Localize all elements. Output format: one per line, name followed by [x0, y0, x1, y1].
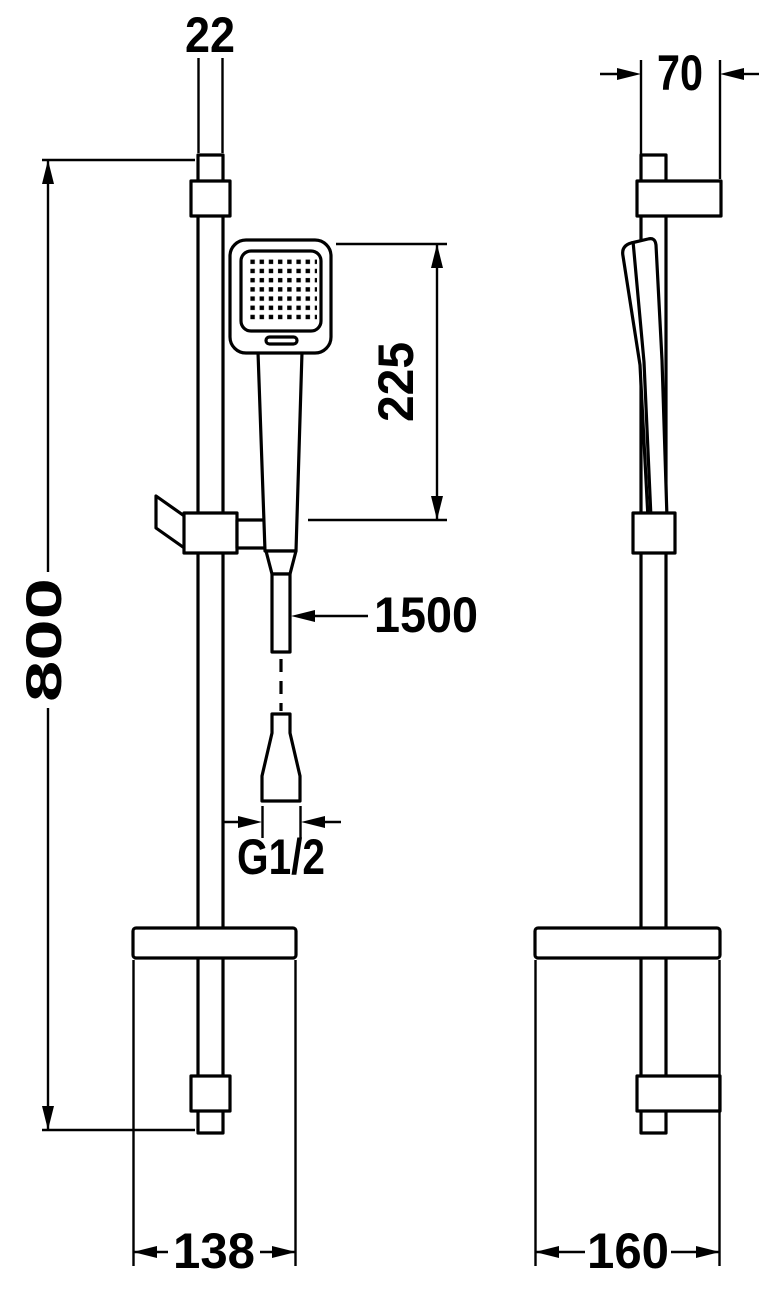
arrowhead	[696, 1246, 720, 1258]
arrowhead	[431, 496, 443, 520]
arrowhead	[42, 1106, 54, 1130]
dimension-hose-length: 1500	[291, 587, 478, 643]
dimension-thread: G1/2	[222, 806, 341, 885]
shower-hose	[260, 549, 302, 803]
dimension-label-160: 160	[587, 1223, 669, 1279]
arrowhead	[301, 816, 325, 828]
arrowhead	[238, 816, 262, 828]
slide-rail-front	[196, 153, 225, 1135]
dimension-shelf-width: 138	[132, 960, 297, 1279]
arrowhead	[720, 68, 744, 80]
handset-face-edge	[631, 240, 653, 519]
hose-end-fitting	[260, 712, 302, 803]
spray-slot	[264, 335, 299, 346]
soap-shelf-front	[131, 926, 298, 960]
top-wall-bracket-front	[189, 179, 232, 218]
arrowhead	[42, 160, 54, 184]
arrowhead	[272, 1246, 296, 1258]
hose-connector-cone	[264, 549, 298, 576]
hand-shower-front	[228, 238, 333, 553]
dimensions: 22 70 800 225	[16, 7, 759, 1279]
holder-body	[182, 511, 239, 555]
handset-handle	[256, 350, 304, 553]
side-view	[533, 153, 723, 1135]
dimension-label-g12: G1/2	[237, 829, 325, 885]
dimension-shelf-depth: 160	[534, 960, 721, 1279]
dimension-label-22: 22	[185, 7, 235, 63]
arrowhead	[431, 244, 443, 268]
dimension-rail-height: 800	[16, 158, 195, 1132]
bottom-wall-bracket-front	[189, 1074, 232, 1113]
dimension-label-800: 800	[16, 578, 72, 702]
dimension-label-138: 138	[173, 1223, 255, 1279]
dimension-rail-width: 22	[185, 7, 235, 153]
soap-shelf-side	[533, 926, 722, 960]
hand-shower-side	[621, 237, 677, 555]
arrowhead	[133, 1246, 157, 1258]
shower-holder-front	[154, 494, 272, 555]
dimension-bracket-depth: 70	[600, 45, 759, 179]
top-wall-bracket-side	[635, 179, 723, 218]
bottom-wall-bracket-side	[635, 1074, 722, 1113]
spray-nozzles	[246, 256, 317, 321]
arrowhead	[291, 610, 315, 622]
front-view	[131, 153, 333, 1135]
dimension-handset-length: 225	[308, 242, 447, 522]
holder-body-side	[631, 511, 677, 555]
dimension-label-1500: 1500	[374, 587, 478, 643]
arrowhead	[535, 1246, 559, 1258]
hose-tube	[270, 572, 292, 654]
arrowhead	[617, 68, 641, 80]
dimension-label-70: 70	[657, 45, 703, 101]
dimension-label-225: 225	[368, 342, 424, 422]
